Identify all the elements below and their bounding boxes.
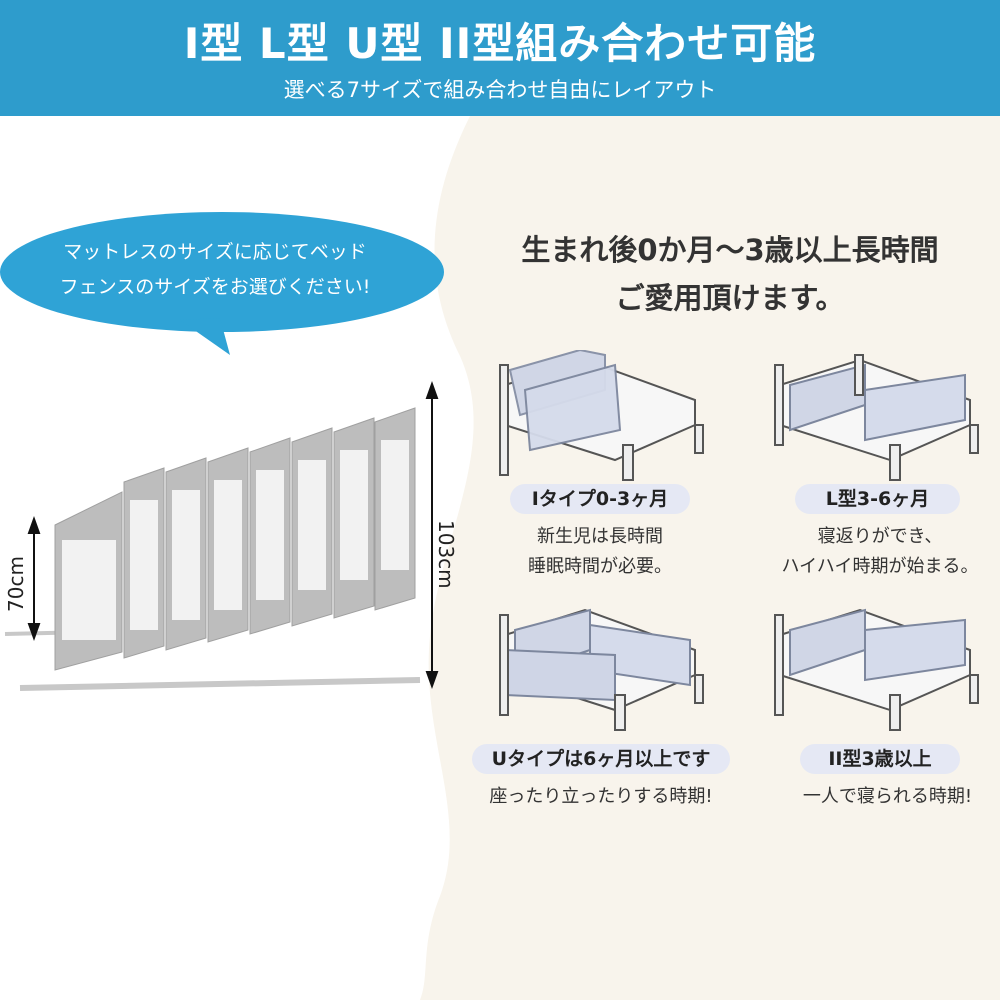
dimension-label-70: 70cm bbox=[4, 556, 28, 612]
dimension-label-103: 103cm bbox=[434, 520, 458, 589]
desc-l-type-line1: 寝返りができ、 bbox=[817, 526, 943, 547]
headline-line1: 生まれ後0か月～3歳以上長時間 bbox=[521, 233, 939, 267]
page-title: I型 L型 U型 II型組み合わせ可能 bbox=[183, 19, 817, 68]
desc-l-type-line2: ハイハイ時期が始まる。 bbox=[781, 556, 979, 577]
bed-u-type-icon bbox=[499, 608, 704, 731]
bed-l-type-icon bbox=[774, 354, 979, 481]
bed-i-type-icon bbox=[499, 350, 704, 481]
fence-sizes-illustration bbox=[4, 381, 439, 691]
beige-wave-background bbox=[420, 116, 1000, 1000]
header-banner: I型 L型 U型 II型組み合わせ可能 選べる7サイズで組み合わせ自由にレイアウ… bbox=[0, 0, 1000, 116]
speech-bubble bbox=[0, 212, 444, 355]
desc-i-type-line1: 新生児は長時間 bbox=[537, 526, 663, 547]
desc-i-type-line2: 睡眠時間が必要。 bbox=[528, 556, 672, 577]
label-l-type: L型3-6ヶ月 bbox=[795, 484, 960, 514]
bed-ii-type-icon bbox=[774, 608, 979, 731]
page-subtitle: 選べる7サイズで組み合わせ自由にレイアウト bbox=[283, 78, 717, 102]
label-u-type: Uタイプは6ヶ月以上です bbox=[472, 744, 730, 774]
desc-u-type-line1: 座ったり立ったりする時期! bbox=[489, 786, 713, 807]
label-i-type: Iタイプ0-3ヶ月 bbox=[510, 484, 690, 514]
headline-line2: ご愛用頂けます。 bbox=[615, 281, 845, 315]
bubble-text-line2: フェンスのサイズをお選びください! bbox=[59, 276, 371, 298]
bubble-text-line1: マットレスのサイズに応じてベッド bbox=[63, 241, 367, 263]
label-ii-type: II型3歳以上 bbox=[800, 744, 960, 774]
desc-ii-type-line1: 一人で寝られる時期! bbox=[802, 786, 973, 807]
